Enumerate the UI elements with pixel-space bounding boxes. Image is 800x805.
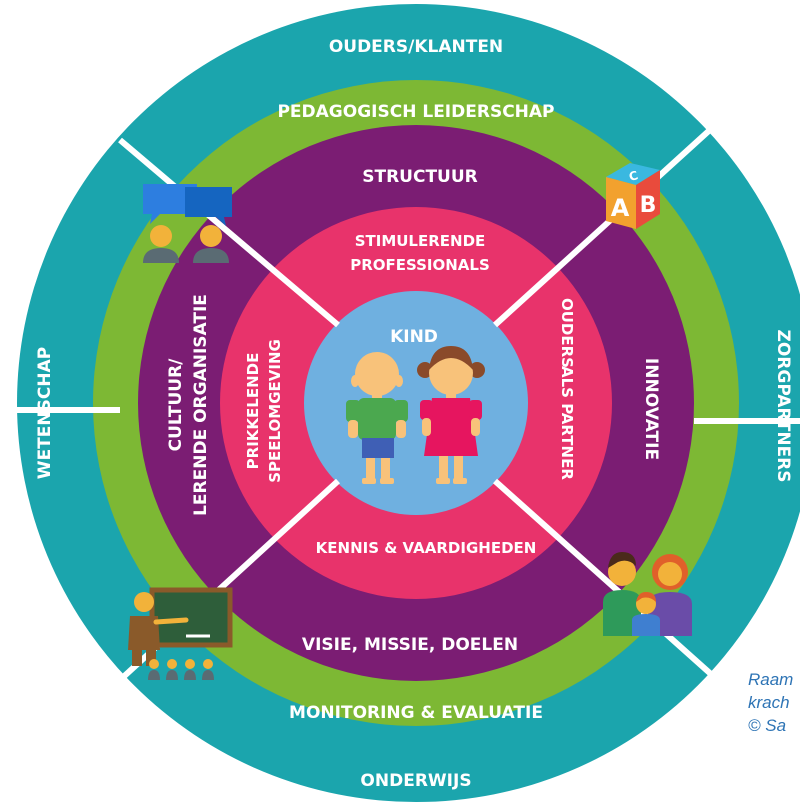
caption-line-2: krach: [748, 693, 790, 712]
caption: Raam krach © Sa: [748, 668, 800, 737]
label-prikkelende: PRIKKELENDE: [244, 353, 262, 470]
label-als-partner: ALS PARTNER: [558, 366, 576, 480]
label-kennis-vaardigheden: KENNIS & VAARDIGHEDEN: [316, 539, 537, 557]
diagonal-divider-upper-right: [492, 125, 715, 328]
cube-letter-b: B: [640, 193, 657, 218]
label-ouders: OUDERS: [558, 298, 576, 368]
label-lerende-organisatie: LERENDE ORGANISATIE: [191, 294, 211, 516]
label-structuur: STRUCTUUR: [362, 167, 478, 187]
label-speelomgeving: SPEELOMGEVING: [266, 339, 284, 483]
label-onderwijs: ONDERWIJS: [360, 771, 471, 791]
children-illustration-icon: [346, 346, 485, 484]
caption-line-1: Raam: [748, 670, 794, 689]
label-innovatie: INNOVATIE: [641, 358, 661, 460]
label-monitoring-evaluatie: MONITORING & EVALUATIE: [289, 703, 543, 723]
family-icon: [603, 552, 692, 636]
chat-people-icon: [143, 184, 232, 263]
diagonal-divider-upper-left: [118, 137, 340, 328]
label-professionals: PROFESSIONALS: [350, 256, 490, 274]
diagonal-divider-lower-right: [493, 478, 714, 678]
label-visie-missie-doelen: VISIE, MISSIE, DOELEN: [302, 635, 518, 655]
label-stimulerende: STIMULERENDE: [355, 232, 486, 250]
label-cultuur: CULTUUR/: [166, 358, 186, 452]
abc-cube-icon: A B C: [606, 163, 660, 229]
label-wetenschap: WETENSCHAP: [35, 347, 55, 479]
teacher-chalkboard-icon: [128, 587, 233, 680]
girl-icon: [417, 346, 485, 484]
label-ouders-klanten: OUDERS/KLANTEN: [329, 37, 503, 57]
boy-icon: [346, 352, 408, 484]
cube-letter-c: C: [627, 168, 639, 184]
center-circle: [304, 291, 528, 515]
label-zorgpartners: ZORGPARTNERS: [773, 330, 793, 483]
label-kind: KIND: [390, 327, 438, 347]
label-pedagogisch-leiderschap: PEDAGOGISCH LEIDERSCHAP: [277, 102, 554, 122]
cube-letter-a: A: [611, 194, 630, 222]
caption-line-3: © Sa: [748, 716, 787, 735]
